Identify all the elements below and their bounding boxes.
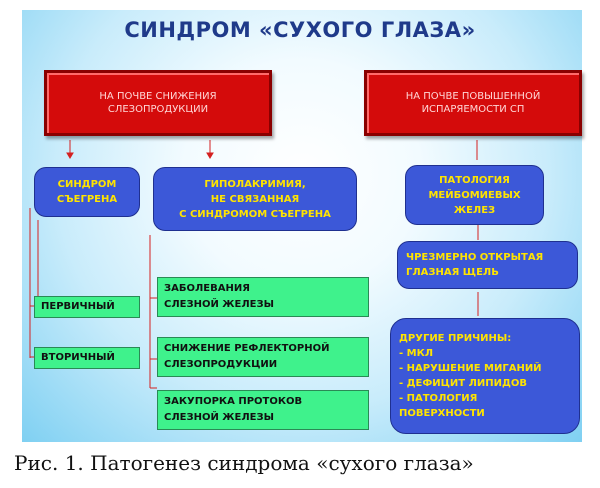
node-hypolacrimia: ГИПОЛАКРИМИЯ, НЕ СВЯЗАННАЯ С СИНДРОМОМ С… <box>153 167 357 231</box>
node-other-causes-text: ДРУГИЕ ПРИЧИНЫ: - МКЛ - НАРУШЕНИЕ МИГАНИ… <box>399 333 542 419</box>
node-wide-fissure-text: ЧРЕЗМЕРНО ОТКРЫТАЯ ГЛАЗНАЯ ЩЕЛЬ <box>406 252 544 278</box>
type-primary: ПЕРВИЧНЫЙ <box>34 296 140 318</box>
cause-increased-evaporation: НА ПОЧВЕ ПОВЫШЕННОЙ ИСПАРЯЕМОСТИ СП <box>364 70 582 136</box>
diagram-title: СИНДРОМ «СУХОГО ГЛАЗА» <box>124 18 476 42</box>
cause-duct-blockage: ЗАКУПОРКА ПРОТОКОВ СЛЕЗНОЙ ЖЕЛЕЗЫ <box>157 390 369 430</box>
type-secondary: ВТОРИЧНЫЙ <box>34 347 140 369</box>
cause-gland-disease-text: ЗАБОЛЕВАНИЯ СЛЕЗНОЙ ЖЕЛЕЗЫ <box>164 283 274 310</box>
cause-reduced-production: НА ПОЧВЕ СНИЖЕНИЯ СЛЕЗОПРОДУКЦИИ <box>44 70 272 136</box>
node-meibomian: ПАТОЛОГИЯ МЕЙБОМИЕВЫХ ЖЕЛЕЗ <box>405 165 544 225</box>
arrow-head-hypolacrimia <box>206 152 214 159</box>
node-sjogren-text: СИНДРОМ СЪЕГРЕНА <box>56 179 118 205</box>
node-meibomian-text: ПАТОЛОГИЯ МЕЙБОМИЕВЫХ ЖЕЛЕЗ <box>428 174 521 216</box>
cause-duct-blockage-text: ЗАКУПОРКА ПРОТОКОВ СЛЕЗНОЙ ЖЕЛЕЗЫ <box>164 396 303 423</box>
node-other-causes: ДРУГИЕ ПРИЧИНЫ: - МКЛ - НАРУШЕНИЕ МИГАНИ… <box>390 318 580 434</box>
cause-increased-evaporation-text: НА ПОЧВЕ ПОВЫШЕННОЙ ИСПАРЯЕМОСТИ СП <box>405 91 541 115</box>
figure-caption: Рис. 1. Патогенез синдрома «сухого глаза… <box>14 451 474 475</box>
cause-reflex-reduction-text: СНИЖЕНИЕ РЕФЛЕКТОРНОЙ СЛЕЗОПРОДУКЦИИ <box>164 343 330 370</box>
type-secondary-text: ВТОРИЧНЫЙ <box>41 352 115 363</box>
cause-gland-disease: ЗАБОЛЕВАНИЯ СЛЕЗНОЙ ЖЕЛЕЗЫ <box>157 277 369 317</box>
node-wide-fissure: ЧРЕЗМЕРНО ОТКРЫТАЯ ГЛАЗНАЯ ЩЕЛЬ <box>397 241 578 289</box>
node-hypolacrimia-text: ГИПОЛАКРИМИЯ, НЕ СВЯЗАННАЯ С СИНДРОМОМ С… <box>179 178 331 220</box>
node-sjogren: СИНДРОМ СЪЕГРЕНА <box>34 167 140 217</box>
cause-reduced-production-text: НА ПОЧВЕ СНИЖЕНИЯ СЛЕЗОПРОДУКЦИИ <box>99 91 217 115</box>
type-primary-text: ПЕРВИЧНЫЙ <box>41 301 115 312</box>
arrow-head-sjogren <box>66 152 74 159</box>
cause-reflex-reduction: СНИЖЕНИЕ РЕФЛЕКТОРНОЙ СЛЕЗОПРОДУКЦИИ <box>157 337 369 377</box>
